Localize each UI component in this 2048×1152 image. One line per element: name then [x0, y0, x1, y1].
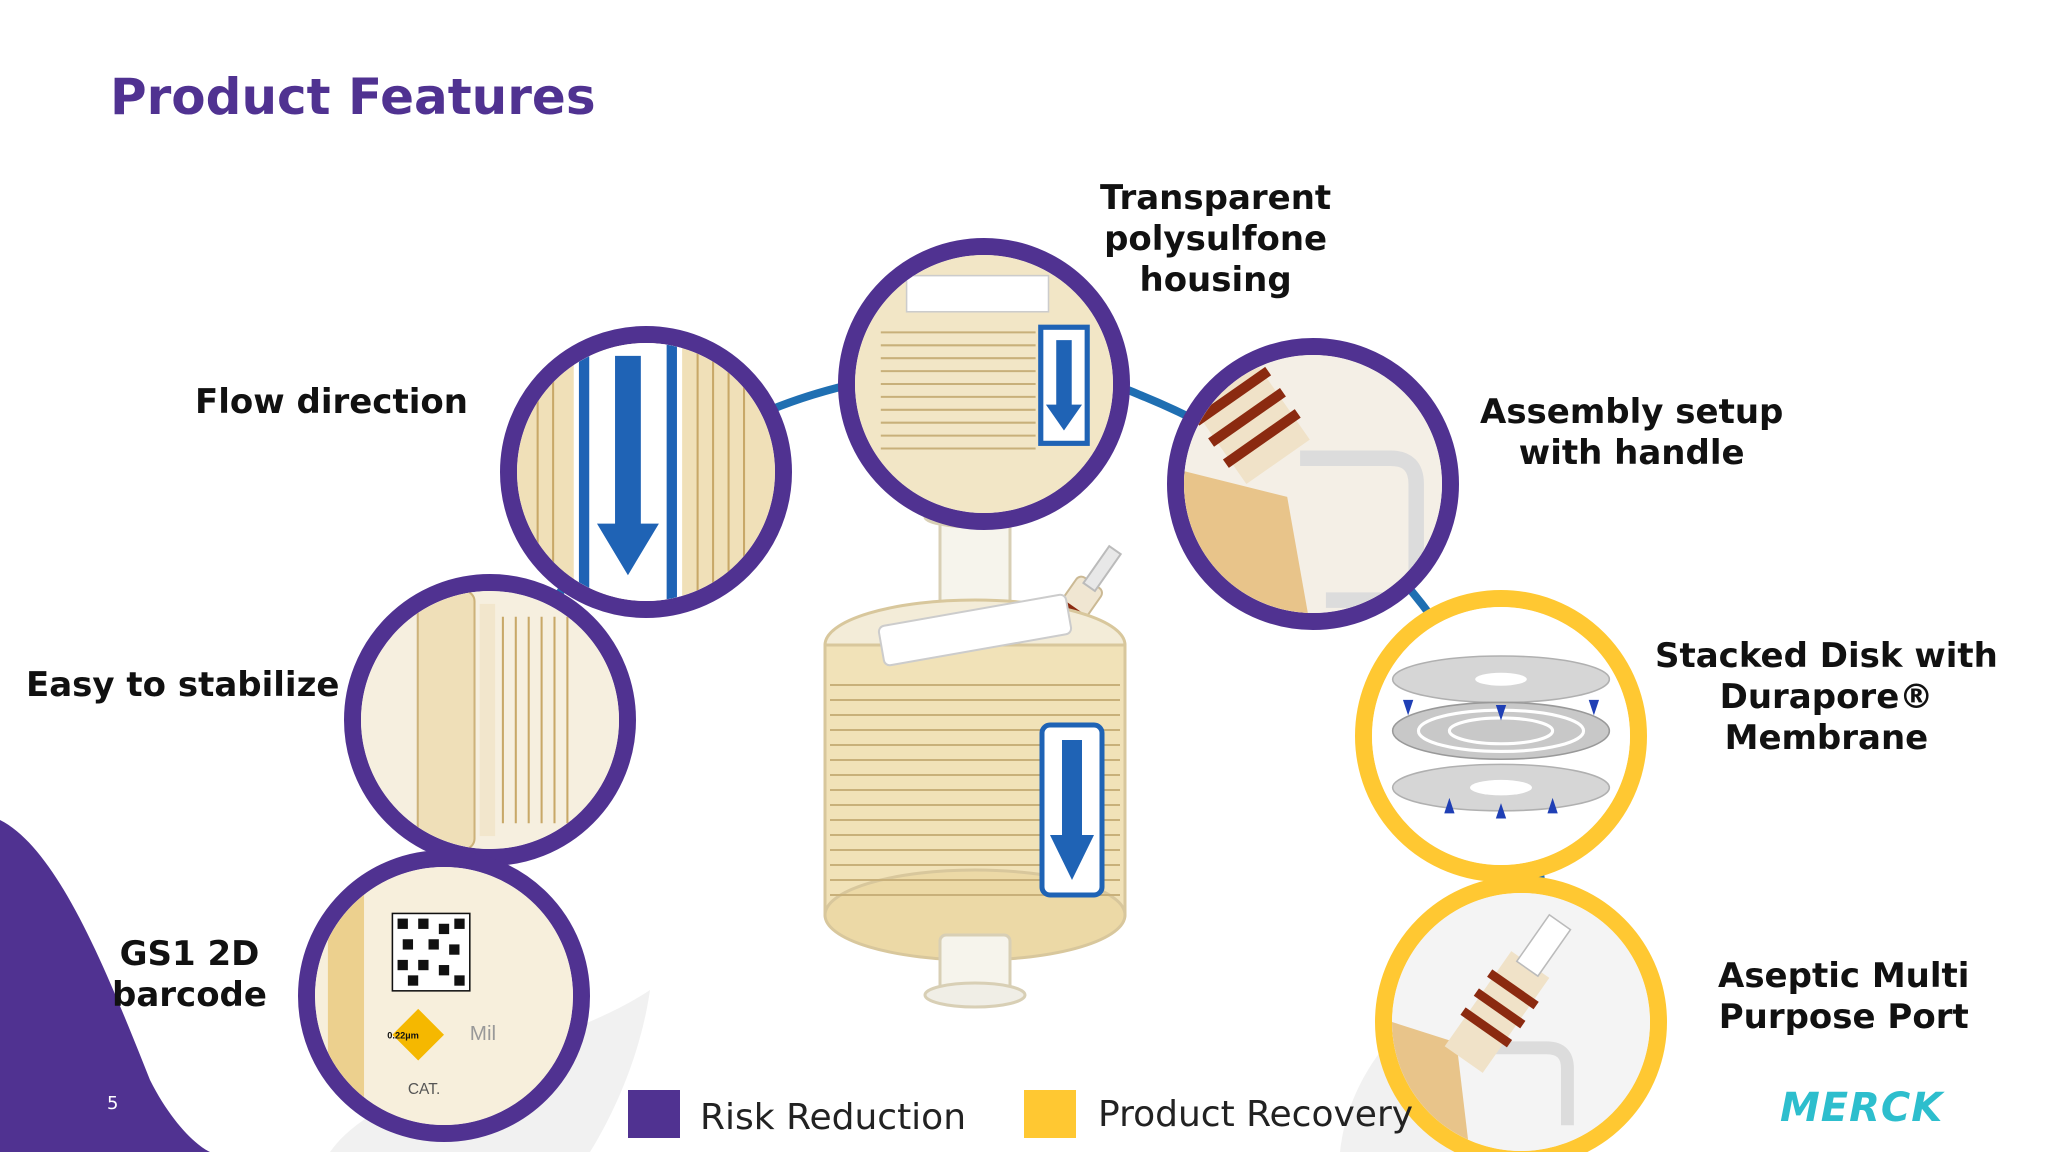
stacked-disk-inset	[1355, 590, 1647, 882]
aseptic-port-label: Aseptic Multi Purpose Port	[1718, 956, 1969, 1038]
filter-capsule-image	[823, 505, 1127, 1009]
gs1-barcode-line-1: GS1 2D	[119, 934, 260, 974]
product-recovery-legend-label: Product Recovery	[1098, 1094, 1414, 1135]
gs1-barcode-label: GS1 2D barcode	[112, 934, 267, 1016]
assembly-setup-line-1: Assembly setup	[1480, 392, 1784, 432]
aseptic-port-inset	[1375, 876, 1667, 1152]
transparent-housing-line-1: Transparent	[1100, 178, 1332, 218]
transparent-housing-inset	[838, 238, 1130, 530]
merck-logo: MERCK	[1780, 1085, 1944, 1131]
easy-to-stabilize-inset	[344, 574, 636, 866]
transparent-housing-label: Transparent polysulfone housing	[1100, 178, 1331, 301]
pore-size-text: 0.22µm	[387, 1031, 419, 1041]
assembly-setup-label: Assembly setup with handle	[1480, 392, 1783, 474]
product-recovery-swatch	[1024, 1090, 1076, 1138]
brand-fragment-text: Mil	[470, 1022, 496, 1045]
easy-to-stabilize-label: Easy to stabilize	[26, 665, 340, 705]
risk-reduction-legend-label: Risk Reduction	[700, 1097, 967, 1138]
stacked-disk-line-2: Durapore®	[1719, 677, 1934, 717]
flow-direction-label: Flow direction	[195, 382, 468, 422]
flow-direction-inset	[500, 326, 792, 618]
gs1-barcode-inset: Mil 0.22µm CAT.	[298, 850, 590, 1142]
slide-title: Product Features	[110, 68, 596, 126]
aseptic-port-line-1: Aseptic Multi	[1718, 956, 1970, 996]
assembly-setup-inset	[1167, 338, 1459, 630]
assembly-setup-line-2: with handle	[1518, 433, 1745, 473]
transparent-housing-line-3: housing	[1139, 260, 1292, 300]
aseptic-port-line-2: Purpose Port	[1718, 997, 1969, 1037]
cat-fragment-text: CAT.	[408, 1081, 440, 1098]
page-number: 5	[107, 1093, 119, 1114]
transparent-housing-line-2: polysulfone	[1104, 219, 1328, 259]
risk-reduction-swatch	[628, 1090, 680, 1138]
stacked-disk-line-3: Membrane	[1724, 718, 1929, 758]
stacked-disk-label: Stacked Disk with Durapore® Membrane	[1655, 636, 1998, 759]
gs1-barcode-line-2: barcode	[112, 975, 267, 1015]
stacked-disk-line-1: Stacked Disk with	[1655, 636, 1998, 676]
